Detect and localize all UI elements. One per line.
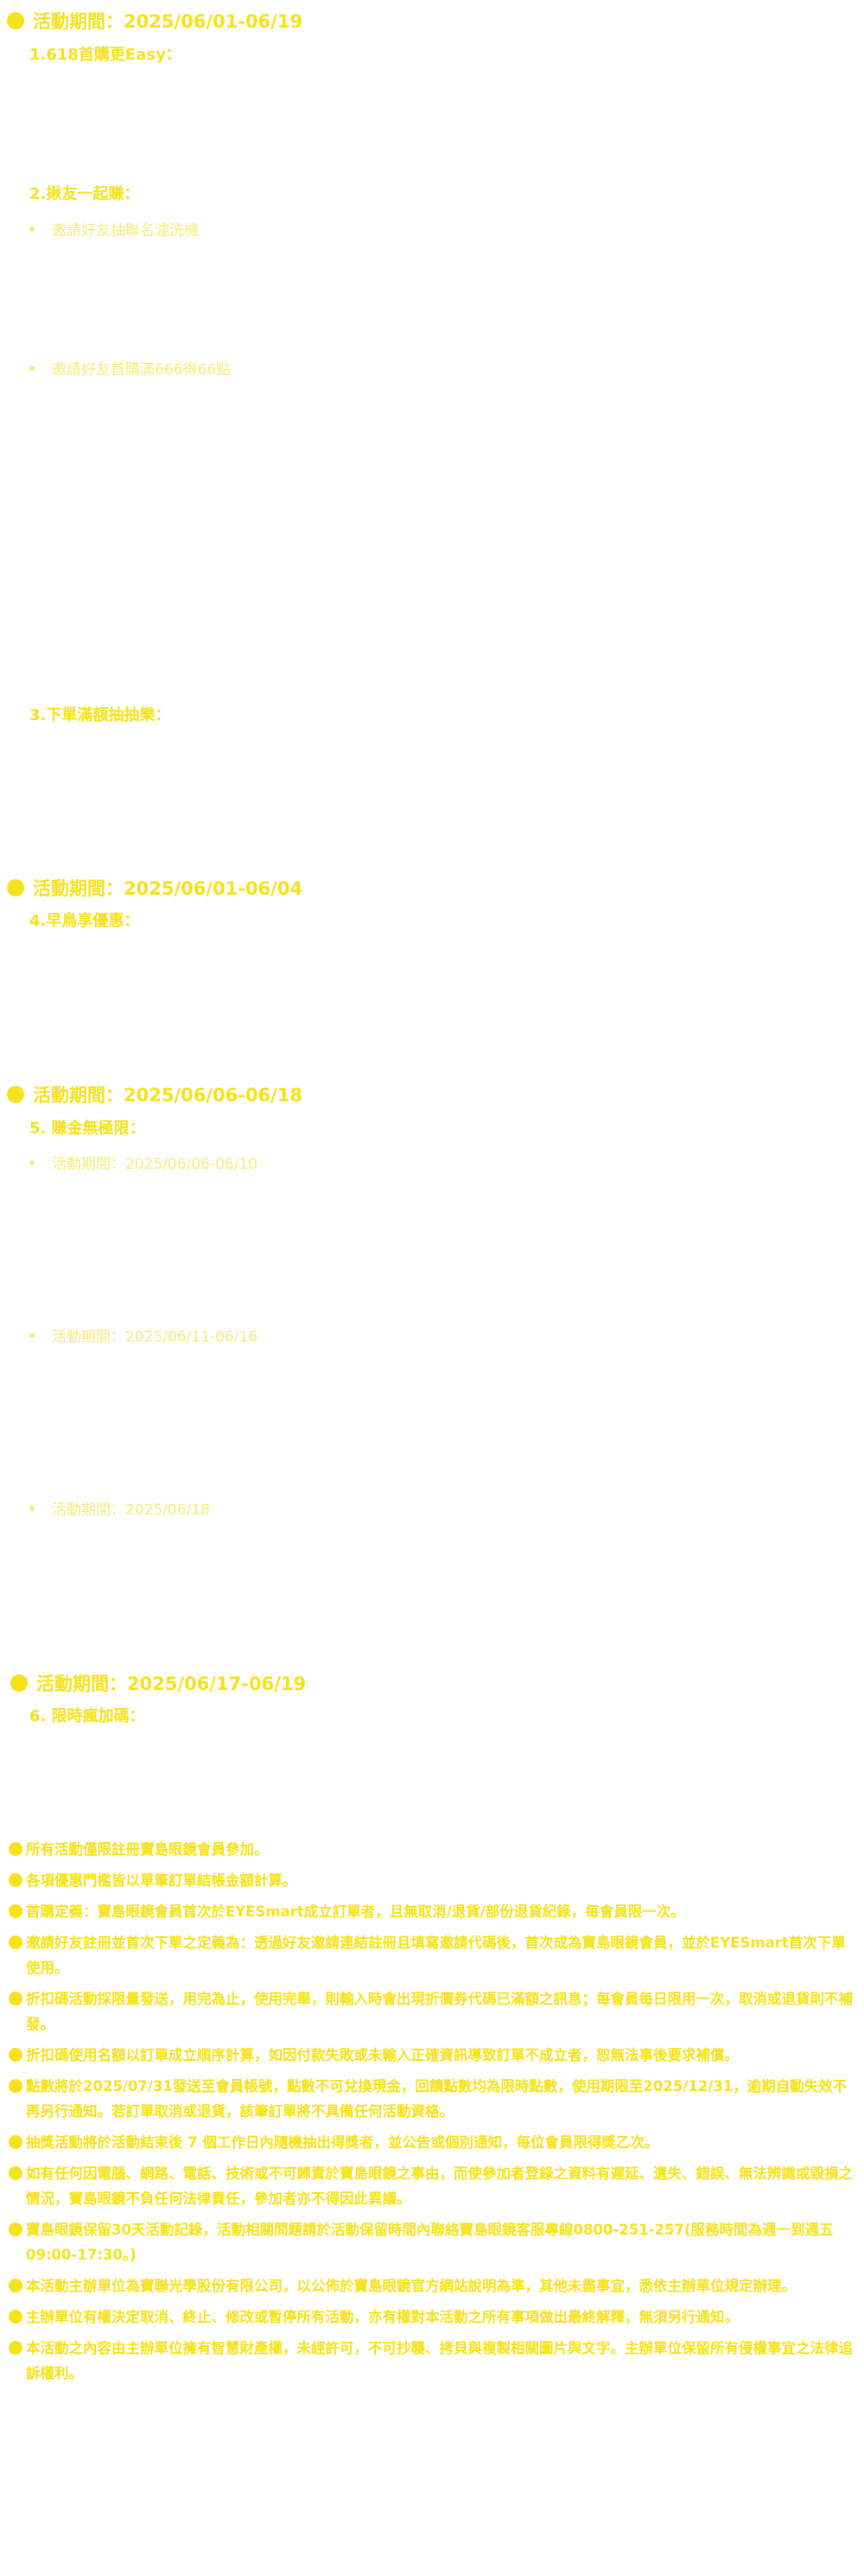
bullet-dot-icon bbox=[9, 2310, 22, 2324]
note-text: 抽獎活動將於活動結束後 7 個工作日內隨機抽出得獎者，並公告或個別通知，每位會員… bbox=[26, 2134, 659, 2151]
note-item: 本活動之內容由主辦單位擁有智慧財產權，未經許可，不可抄襲、拷貝與複製相關圖片與文… bbox=[9, 2336, 860, 2386]
note-text: 本活動之內容由主辦單位擁有智慧財產權，未經許可，不可抄襲、拷貝與複製相關圖片與文… bbox=[26, 2340, 853, 2382]
item-heading-4: 4.早鳥享優惠： bbox=[29, 912, 140, 930]
list-bullet-icon bbox=[29, 226, 35, 232]
bullet-dot-icon bbox=[7, 879, 24, 896]
note-item: 抽獎活動將於活動結束後 7 個工作日內隨機抽出得獎者，並公告或個別通知，每位會員… bbox=[9, 2130, 860, 2155]
note-text: 邀請好友註冊並首次下單之定義為：透過好友邀請連結註冊且填寫邀請代碼後，首次成為寶… bbox=[26, 1935, 846, 1976]
sub-item-text: 邀請好友抽聯名濾洗機 bbox=[52, 222, 199, 239]
sub-item-text: 活動期間：2025/06/11-06/16 bbox=[52, 1329, 258, 1346]
bullet-dot-icon bbox=[9, 1873, 22, 1887]
note-item: 折扣碼使用名額以訂單成立順序計算，如因付款失敗或未輸入正確資訊導致訂單不成立者，… bbox=[9, 2043, 860, 2068]
list-bullet-icon bbox=[29, 1332, 35, 1338]
period-heading-2: 活動期間：2025/06/01-06/04 bbox=[7, 875, 302, 901]
list-bullet-icon bbox=[29, 1159, 35, 1165]
period-text: 活動期間：2025/06/06-06/18 bbox=[33, 1085, 303, 1106]
note-text: 主辦單位有權決定取消、終止、修改或暫停所有活動，亦有權對本活動之所有事項做出最終… bbox=[26, 2309, 739, 2325]
period-heading-1: 活動期間：2025/06/01-06/19 bbox=[7, 8, 302, 34]
item-heading-3: 3.下單滿額抽抽樂： bbox=[29, 706, 171, 724]
note-item: 各項優惠門檻皆以單筆訂單結帳金額計算。 bbox=[9, 1868, 860, 1893]
sub-item: 邀請好友首購滿666得66點 bbox=[29, 357, 231, 379]
sub-item: 邀請好友抽聯名濾洗機 bbox=[29, 218, 199, 239]
period-text: 活動期間：2025/06/17-06/19 bbox=[36, 1674, 307, 1694]
note-text: 各項優惠門檻皆以單筆訂單結帳金額計算。 bbox=[26, 1872, 297, 1889]
note-text: 折扣碼活動採限量發送，用完為止，使用完畢，則輸入時會出現折價券代碼已滿額之訊息；… bbox=[26, 1991, 853, 2032]
note-item: 本活動主辦單位為寶聯光學股份有限公司，以公佈於寶島眼鏡官方網站說明為準，其他未盡… bbox=[9, 2273, 860, 2299]
bullet-dot-icon bbox=[7, 1086, 24, 1103]
note-item: 主辦單位有權決定取消、終止、修改或暫停所有活動，亦有權對本活動之所有事項做出最終… bbox=[9, 2305, 860, 2330]
item-heading-6: 6. 限時瘋加碼： bbox=[29, 1707, 145, 1725]
list-bullet-icon bbox=[29, 365, 35, 371]
bullet-dot-icon bbox=[9, 2341, 22, 2355]
bullet-dot-icon bbox=[10, 1674, 28, 1692]
note-item: 寶島眼鏡保留30天活動記錄，活動相關問題請於活動保留時間內聯絡寶島眼鏡客服專線0… bbox=[9, 2217, 860, 2267]
sub-item: 活動期間：2025/06/11-06/16 bbox=[29, 1324, 257, 1346]
item-heading-1: 1.618首購更Easy： bbox=[29, 46, 181, 64]
bullet-dot-icon bbox=[9, 1935, 22, 1949]
bullet-dot-icon bbox=[9, 2048, 22, 2062]
period-heading-3: 活動期間：2025/06/06-06/18 bbox=[7, 1081, 302, 1107]
bullet-dot-icon bbox=[9, 2079, 22, 2093]
period-text: 活動期間：2025/06/01-06/04 bbox=[33, 878, 303, 899]
bullet-dot-icon bbox=[9, 1842, 22, 1856]
sub-item-text: 邀請好友首購滿666得66點 bbox=[52, 361, 232, 379]
note-item: 點數將於2025/07/31發送至會員帳號，點數不可兌換現金，回饋點數均為限時點… bbox=[9, 2074, 860, 2124]
item-heading-5: 5. 賺金無極限： bbox=[29, 1119, 145, 1138]
note-text: 所有活動僅限註冊寶島眼鏡會員參加。 bbox=[26, 1841, 269, 1858]
note-item: 首購定義：寶島眼鏡會員首次於EYESmart成立訂單者，且無取消/退貨/部份退貨… bbox=[9, 1899, 860, 1924]
bullet-dot-icon bbox=[9, 1992, 22, 2005]
note-text: 點數將於2025/07/31發送至會員帳號，點數不可兌換現金，回饋點數均為限時點… bbox=[26, 2078, 848, 2120]
note-item: 如有任何因電腦、網路、電話、技術或不可歸責於寶島眼鏡之事由，而使參加者登錄之資料… bbox=[9, 2161, 860, 2211]
note-item: 所有活動僅限註冊寶島眼鏡會員參加。 bbox=[9, 1837, 860, 1862]
bullet-dot-icon bbox=[9, 2135, 22, 2149]
list-bullet-icon bbox=[29, 1505, 35, 1511]
bullet-dot-icon bbox=[9, 2279, 22, 2292]
note-text: 寶島眼鏡保留30天活動記錄，活動相關問題請於活動保留時間內聯絡寶島眼鏡客服專線0… bbox=[26, 2222, 834, 2263]
note-item: 折扣碼活動採限量發送，用完為止，使用完畢，則輸入時會出現折價券代碼已滿額之訊息；… bbox=[9, 1986, 860, 2037]
sub-item-text: 活動期間：2025/06/06-06/10 bbox=[52, 1156, 258, 1173]
period-heading-4: 活動期間：2025/06/17-06/19 bbox=[10, 1670, 306, 1696]
bullet-dot-icon bbox=[7, 12, 24, 29]
terms-notes-list: 所有活動僅限註冊寶島眼鏡會員參加。 各項優惠門檻皆以單筆訂單結帳金額計算。 首購… bbox=[9, 1837, 860, 2392]
sub-item: 活動期間：2025/06/18 bbox=[29, 1497, 210, 1519]
item-heading-2: 2.揪友一起賺： bbox=[29, 185, 140, 203]
note-text: 折扣碼使用名額以訂單成立順序計算，如因付款失敗或未輸入正確資訊導致訂單不成立者，… bbox=[26, 2047, 739, 2063]
bullet-dot-icon bbox=[9, 2166, 22, 2180]
sub-item-text: 活動期間：2025/06/18 bbox=[52, 1502, 210, 1519]
note-text: 首購定義：寶島眼鏡會員首次於EYESmart成立訂單者，且無取消/退貨/部份退貨… bbox=[26, 1903, 685, 1920]
bullet-dot-icon bbox=[9, 1904, 22, 1918]
sub-item: 活動期間：2025/06/06-06/10 bbox=[29, 1151, 257, 1173]
period-text: 活動期間：2025/06/01-06/19 bbox=[33, 11, 303, 32]
bullet-dot-icon bbox=[9, 2222, 22, 2236]
note-text: 本活動主辦單位為寶聯光學股份有限公司，以公佈於寶島眼鏡官方網站說明為準，其他未盡… bbox=[26, 2278, 796, 2294]
note-item: 邀請好友註冊並首次下單之定義為：透過好友邀請連結註冊且填寫邀請代碼後，首次成為寶… bbox=[9, 1930, 860, 1980]
note-text: 如有任何因電腦、網路、電話、技術或不可歸責於寶島眼鏡之事由，而使參加者登錄之資料… bbox=[26, 2165, 853, 2207]
